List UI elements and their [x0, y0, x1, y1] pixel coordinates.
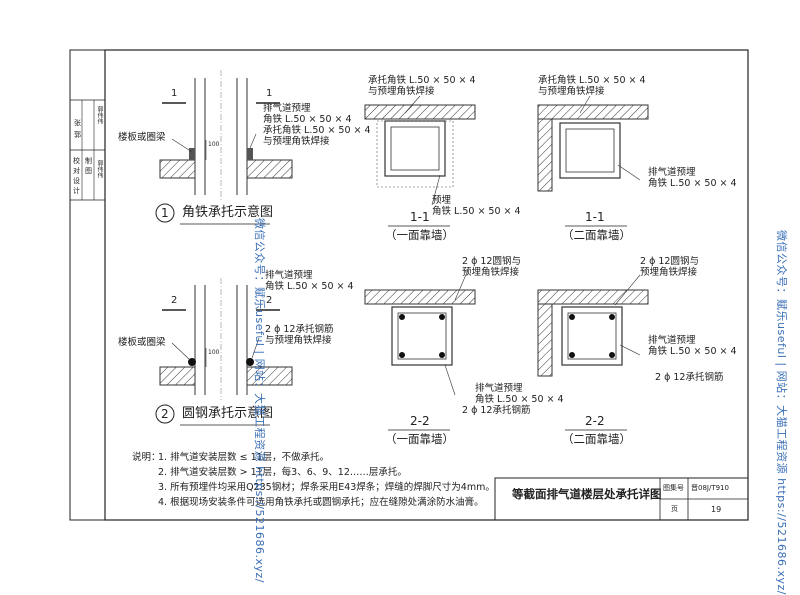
- detail1-annot-4: 与预埋角铁焊接: [263, 136, 330, 147]
- detail2-annot-1: 排气道预埋: [265, 270, 313, 281]
- sec22b-label-top1: 2 ϕ 12圆钢与: [640, 256, 699, 267]
- sec22a-label-top2: 预埋角铁焊接: [462, 267, 520, 278]
- detail1-section-mark: 1: [171, 88, 178, 99]
- detail-1-drawing: [155, 70, 293, 225]
- detail-2-drawing: [155, 278, 293, 426]
- watermark-right: 微信公众号：赋乐useful | 网站：大猫工程资源 https://52168…: [775, 230, 788, 595]
- detail2-badge: 2: [161, 407, 169, 421]
- side-col2-b: 计: [73, 187, 80, 195]
- detail2-section-mark-right: 2: [266, 295, 273, 306]
- title-block-frame: [494, 477, 749, 521]
- sec22a-label-bot1: 排气道预埋: [475, 383, 523, 394]
- detail1-annot-1: 排气道预埋: [263, 103, 311, 114]
- sec11b-caption: （二面靠墙）: [562, 228, 631, 242]
- detail2-floor-label: 楼板或圈梁: [118, 337, 166, 348]
- side-col1-a: 校: [73, 157, 80, 165]
- watermark-left: 微信公众号：赋乐useful | 网站：大猫工程资源 https://52168…: [253, 218, 266, 583]
- sec22b-label-bot1: 排气道预埋: [648, 335, 696, 346]
- title-block-title: 等截面排气道楼层处承托详图: [512, 487, 662, 501]
- detail2-annot-4: 与预埋角铁焊接: [265, 335, 332, 346]
- sec11b-label-bot2: 角铁 L.50 × 50 × 4: [648, 178, 737, 189]
- side-sig3: 郭伟伟: [96, 106, 103, 124]
- sec11a-name: 1-1: [410, 210, 430, 224]
- sec22a-caption: （一面靠墙）: [385, 432, 454, 446]
- detail1-annot-2: 角铁 L.50 × 50 × 4: [263, 114, 352, 125]
- section-2-2-one-wall: [364, 269, 476, 431]
- notes-item-4: 4. 根据现场安装条件可选用角铁承托或圆钢承托；应在缝隙处满涂防水油膏。: [158, 497, 484, 508]
- detail1-floor-label: 楼板或圈梁: [118, 132, 166, 143]
- notes-item-2: 2. 排气道安装层数 > 11层，每3、6、9、12……层承托。: [158, 467, 407, 478]
- title-block-page-label: 页: [671, 505, 678, 513]
- sec11a-label-top1: 承托角铁 L.50 × 50 × 4: [368, 75, 476, 86]
- sec11a-label-bot1: 预埋: [432, 195, 452, 206]
- section-1-1-one-wall: [364, 95, 476, 227]
- detail2-title: 圆钢承托示意图: [182, 406, 274, 421]
- detail1-dim: 100: [208, 141, 220, 148]
- section-2-2-two-walls: [537, 274, 649, 431]
- detail1-badge: 1: [161, 206, 169, 220]
- sec22b-label-bot2: 角铁 L.50 × 50 × 4: [648, 346, 737, 357]
- drawing-sheet: [69, 49, 749, 521]
- title-block-page-no: 19: [711, 505, 722, 514]
- side-sig4: 郭伟伟: [96, 160, 103, 178]
- notes-item-3: 3. 所有预埋件均采用Q235钢材；焊条采用E43焊条；焊缝的焊脚尺寸为4mm。: [158, 482, 495, 493]
- sec22a-label-top1: 2 ϕ 12圆钢与: [462, 256, 521, 267]
- side-sig1: 张: [74, 119, 81, 127]
- sec11a-label-bot2: 角铁 L.50 × 50 × 4: [432, 206, 521, 217]
- side-col3-b: 图: [85, 167, 92, 175]
- sec22b-label-bot3: 2 ϕ 12承托钢筋: [655, 372, 724, 383]
- detail1-section-mark-right: 1: [266, 88, 273, 99]
- sec11a-caption: （一面靠墙）: [385, 228, 454, 242]
- notes-heading: 说明：: [132, 452, 161, 463]
- side-signature-block: [70, 99, 105, 201]
- section-1-1-two-walls: [537, 95, 649, 227]
- sec22b-name: 2-2: [585, 414, 605, 428]
- detail2-annot-3: 2 ϕ 12承托钢筋: [265, 324, 334, 335]
- side-sig2: 郭: [74, 131, 81, 139]
- sec11a-label-top2: 与预埋角铁焊接: [368, 86, 435, 97]
- side-col3-a: 制: [85, 157, 92, 165]
- title-block-atlas-label: 图集号: [663, 484, 684, 492]
- detail2-dim: 100: [208, 349, 220, 356]
- side-col1-b: 对: [73, 167, 80, 175]
- side-col2-a: 设: [73, 177, 80, 185]
- detail1-title: 角铁承托示意图: [182, 205, 274, 220]
- sec22b-caption: （二面靠墙）: [562, 432, 631, 446]
- sec22a-label-bot3: 2 ϕ 12承托钢筋: [462, 405, 531, 416]
- sec22a-label-bot2: 角铁 L.50 × 50 × 4: [475, 394, 564, 405]
- detail1-annot-3: 承托角铁 L.50 × 50 × 4: [263, 125, 371, 136]
- title-block-atlas-no: 晋08J/T910: [691, 484, 729, 492]
- notes-item-1: 1. 排气道安装层数 ≤ 11层，不做承托。: [158, 452, 330, 463]
- detail2-annot-2: 角铁 L.50 × 50 × 4: [265, 281, 354, 292]
- sec22a-name: 2-2: [410, 414, 430, 428]
- sec11b-label-bot1: 排气道预埋: [648, 167, 696, 178]
- sec22b-label-top2: 预埋角铁焊接: [640, 267, 698, 278]
- sec11b-name: 1-1: [585, 210, 605, 224]
- sec11b-label-top1: 承托角铁 L.50 × 50 × 4: [538, 75, 646, 86]
- sec11b-label-top2: 与预埋角铁焊接: [538, 86, 605, 97]
- detail2-section-mark: 2: [171, 295, 178, 306]
